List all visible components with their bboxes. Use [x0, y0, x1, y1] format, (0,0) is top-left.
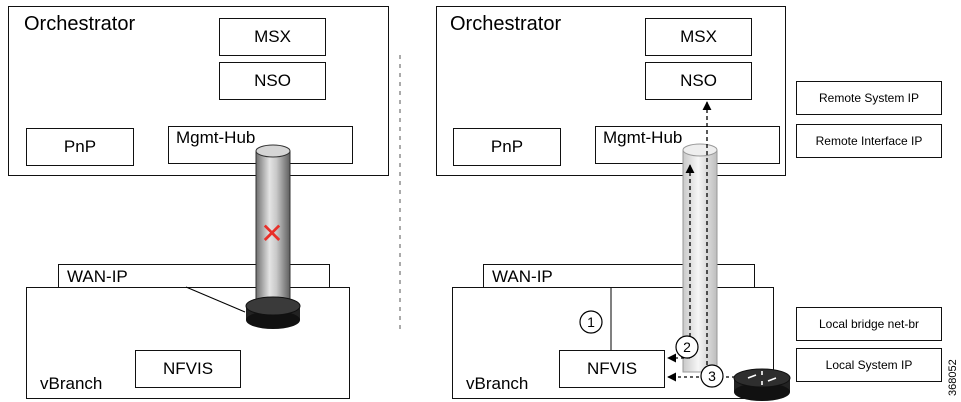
right-router-icon [733, 368, 791, 401]
remote-system-ip-label: Remote System IP [818, 91, 920, 105]
remote-interface-ip-box: Remote Interface IP [796, 124, 942, 158]
right-pnp-box: PnP [453, 128, 561, 166]
left-msx-label: MSX [254, 27, 291, 46]
remote-system-ip-box: Remote System IP [796, 81, 942, 115]
left-msx-box: MSX [219, 18, 326, 56]
local-system-ip-box: Local System IP [796, 348, 942, 382]
step3-number: 3 [708, 368, 716, 384]
left-nfvis-label: NFVIS [162, 359, 214, 378]
step2-circle [675, 335, 699, 359]
right-mgmt-hub-label: Mgmt-Hub [603, 128, 683, 147]
step2-number: 2 [683, 339, 691, 355]
right-msx-box: MSX [645, 18, 752, 56]
right-nso-box: NSO [645, 62, 752, 100]
local-system-ip-label: Local System IP [825, 358, 913, 372]
step1-circle [579, 310, 603, 334]
left-orchestrator-label: Orchestrator [24, 13, 136, 35]
right-orchestrator-label: Orchestrator [450, 13, 562, 35]
remote-interface-ip-label: Remote Interface IP [815, 134, 923, 148]
step3-circle [700, 364, 724, 388]
right-tunnel [682, 143, 718, 373]
left-nso-label: NSO [254, 71, 291, 90]
figure-id: 368052 [947, 359, 959, 396]
failure-x-icon: ✕ [260, 217, 283, 250]
left-mgmt-hub-label: Mgmt-Hub [176, 128, 256, 147]
local-bridge-box: Local bridge net-br [796, 307, 942, 341]
right-msx-label: MSX [680, 27, 717, 46]
right-pnp-label: PnP [490, 137, 524, 156]
left-tunnel [185, 144, 291, 313]
left-vbranch-label: vBranch [40, 374, 103, 393]
left-nso-box: NSO [219, 62, 326, 100]
right-nfvis-box: NFVIS [559, 350, 665, 388]
right-nfvis-label: NFVIS [586, 359, 638, 378]
right-vbranch-label: vBranch [466, 374, 529, 393]
right-wan-ip-label: WAN-IP [492, 267, 553, 286]
right-nso-label: NSO [680, 71, 717, 90]
left-wan-ip-label: WAN-IP [67, 267, 128, 286]
left-router-icon [245, 296, 301, 329]
left-pnp-label: PnP [63, 137, 97, 156]
local-bridge-label: Local bridge net-br [818, 317, 920, 331]
step1-number: 1 [587, 314, 595, 330]
left-pnp-box: PnP [26, 128, 134, 166]
left-nfvis-box: NFVIS [135, 350, 241, 388]
